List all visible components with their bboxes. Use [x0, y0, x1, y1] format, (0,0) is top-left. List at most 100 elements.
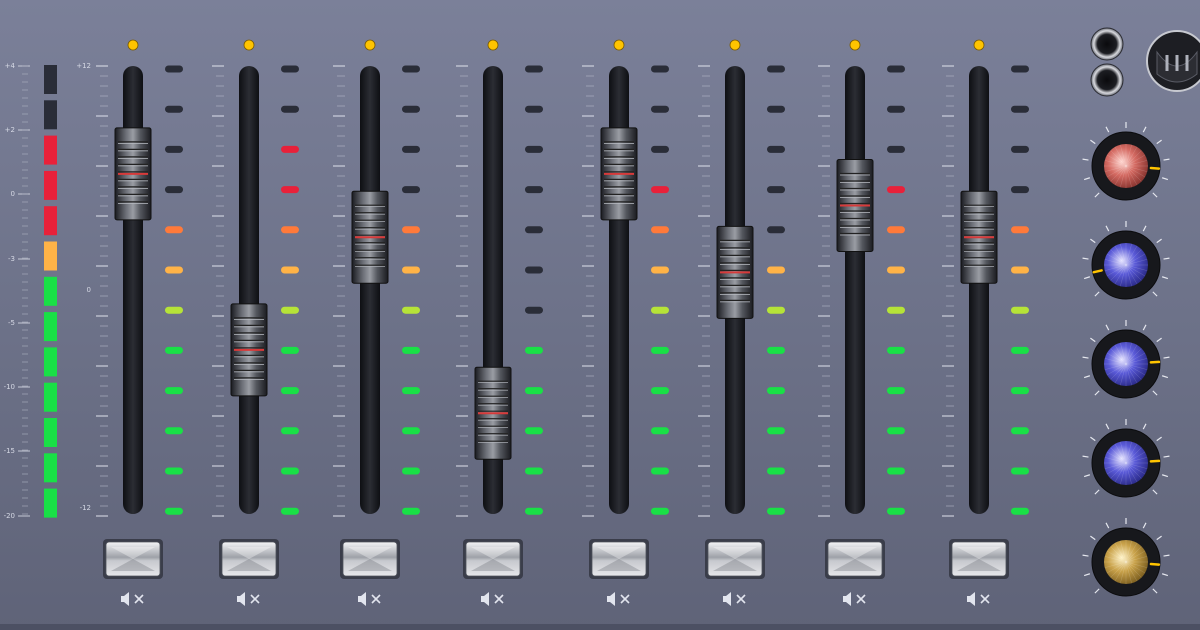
channel-select-button[interactable]: [951, 541, 1007, 577]
channel-meter-segment: [165, 186, 183, 194]
channel-select-button[interactable]: [105, 541, 161, 577]
knob-brushed-line: [1104, 556, 1127, 563]
knob-scale-tick: [1152, 192, 1158, 198]
knob-cap[interactable]: [1104, 144, 1148, 188]
button-sheen: [227, 547, 271, 559]
knob-brushed-line: [1106, 451, 1127, 464]
rotary-knob-2[interactable]: [1082, 221, 1170, 300]
knob-brushed-line: [1125, 344, 1138, 365]
master-meter-segment: [44, 347, 57, 377]
channel-select-button[interactable]: [827, 541, 883, 577]
channel-select-button[interactable]: [707, 541, 763, 577]
channel-meter-segment: [767, 387, 785, 395]
speaker-cone: [846, 592, 851, 606]
channel-select-button[interactable]: [342, 541, 398, 577]
knob-brushed-line: [1125, 540, 1132, 563]
button-sheen: [833, 547, 877, 559]
knob-brushed-line: [1125, 165, 1146, 178]
channel-meter-segment: [651, 186, 669, 194]
knob-brushed-line: [1125, 363, 1142, 380]
knob-brushed-line: [1106, 462, 1127, 475]
knob-cap[interactable]: [1104, 243, 1148, 287]
button-sheen: [348, 547, 392, 559]
knob-brushed-line: [1106, 561, 1127, 574]
knob-brushed-line: [1125, 165, 1132, 188]
knob-scale-tick: [1105, 324, 1110, 331]
rotary-knob-1[interactable]: [1082, 122, 1170, 201]
channel-select-button[interactable]: [591, 541, 647, 577]
channel-meter-segment: [651, 306, 669, 314]
channel-meter-segment: [165, 467, 183, 475]
knob-brushed-line: [1125, 443, 1138, 464]
speaker-mute-icon[interactable]: [607, 592, 630, 606]
channel-meter-segment: [525, 186, 543, 194]
rotary-knob-4[interactable]: [1082, 419, 1170, 498]
knob-brushed-line: [1120, 441, 1127, 464]
master-meter-segment: [44, 170, 57, 200]
knob-brushed-line: [1125, 154, 1146, 167]
knob-cap[interactable]: [1104, 441, 1148, 485]
speaker-mute-icon[interactable]: [723, 592, 746, 606]
fader-handle[interactable]: [114, 127, 152, 221]
knob-brushed-line: [1125, 542, 1138, 563]
channel-select-button[interactable]: [221, 541, 277, 577]
channel-meter-segment: [525, 65, 543, 73]
speaker-mute-icon[interactable]: [843, 592, 866, 606]
knob-scale-tick: [1152, 390, 1158, 396]
speaker-mute-icon[interactable]: [481, 592, 504, 606]
channel-meter-segment: [767, 145, 785, 153]
rotary-knob-5[interactable]: [1082, 518, 1170, 597]
speaker-mute-icon[interactable]: [967, 592, 990, 606]
knob-brushed-line: [1125, 253, 1146, 266]
knob-indicator: [1149, 360, 1161, 364]
knob-brushed-line: [1114, 542, 1127, 563]
knob-brushed-line: [1120, 342, 1127, 365]
channel-meter-segment: [281, 186, 299, 194]
knob-brushed-line: [1125, 165, 1138, 186]
fader-handle[interactable]: [474, 366, 512, 460]
channel-meter-segment: [281, 105, 299, 113]
audio-jack-icon[interactable]: [1090, 27, 1124, 61]
speaker-mute-icon[interactable]: [358, 592, 381, 606]
fader-handle[interactable]: [716, 225, 754, 319]
knob-scale-tick: [1090, 238, 1096, 244]
fader-handle[interactable]: [230, 303, 268, 397]
channel-meter-segment: [1011, 266, 1029, 274]
knob-cap[interactable]: [1104, 540, 1148, 584]
knob-brushed-line: [1125, 561, 1146, 574]
knob-brushed-line: [1125, 264, 1132, 287]
knob-scale-tick: [1163, 356, 1170, 359]
knob-cap[interactable]: [1104, 342, 1148, 386]
speaker-cone: [124, 592, 129, 606]
speaker-mute-icon[interactable]: [121, 592, 144, 606]
audio-jack-icon[interactable]: [1090, 63, 1124, 97]
fader-scale-label: 0: [87, 286, 91, 294]
button-shadow: [348, 559, 392, 571]
fader-handle[interactable]: [960, 190, 998, 284]
channel-meter-segment: [525, 266, 543, 274]
mute-cross-b: [856, 594, 866, 604]
knob-brushed-line: [1106, 264, 1127, 277]
rotary-knob-3[interactable]: [1082, 320, 1170, 399]
channel-meter-segment: [525, 226, 543, 234]
knob-scale-tick: [1094, 192, 1100, 198]
knob-scale-tick: [1161, 474, 1169, 478]
fader-handle[interactable]: [600, 127, 638, 221]
knob-brushed-line: [1114, 146, 1127, 167]
channel-meter-segment: [281, 306, 299, 314]
knob-scale-tick: [1090, 139, 1096, 145]
channel-status-led: [613, 39, 625, 51]
speaker-cone: [240, 592, 245, 606]
fader-handle[interactable]: [351, 190, 389, 284]
knob-scale-tick: [1094, 291, 1100, 297]
speaker-mute-icon[interactable]: [237, 592, 260, 606]
knob-brushed-line: [1110, 150, 1127, 167]
knob-brushed-line: [1125, 165, 1142, 182]
channel-meter-segment: [651, 427, 669, 435]
knob-scale-tick: [1163, 257, 1170, 260]
knob-brushed-line: [1125, 150, 1142, 167]
knob-scale-tick: [1161, 276, 1169, 280]
fader-handle[interactable]: [836, 159, 874, 253]
knob-scale-tick: [1105, 423, 1110, 430]
channel-select-button[interactable]: [465, 541, 521, 577]
